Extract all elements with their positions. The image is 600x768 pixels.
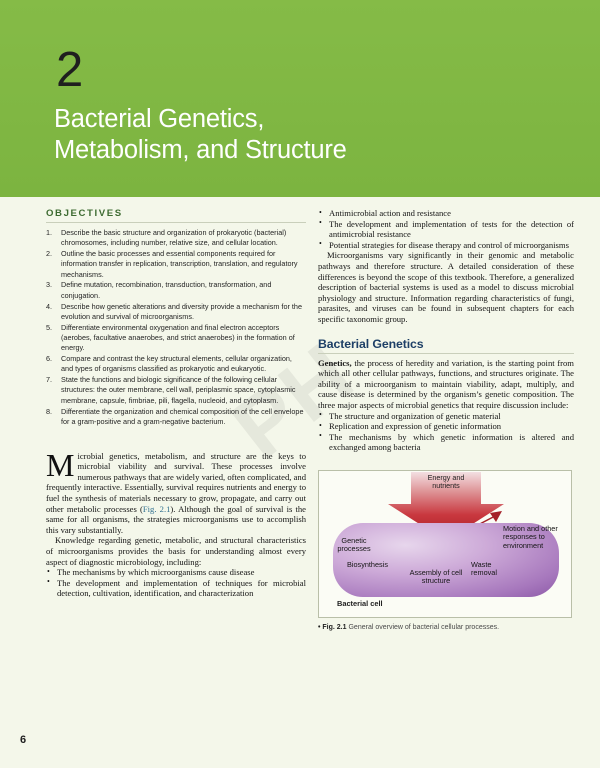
objective-item: Describe the basic structure and organiz…	[46, 228, 287, 248]
objectives-block: OBJECTIVES Describe the basic structure …	[46, 208, 306, 427]
chapter-title: Bacterial Genetics, Metabolism, and Stru…	[54, 104, 574, 166]
energy-input-arrow	[388, 471, 504, 541]
figure-reference-link[interactable]: Fig. 2.1	[142, 503, 171, 514]
objectives-divider	[46, 222, 306, 223]
figure-frame: Energy and nutrients Genetic processes B…	[318, 469, 572, 618]
bacterial-cell-label: Bacterial cell	[337, 598, 383, 608]
energy-label-line-2: nutrients	[432, 481, 460, 491]
figure-caption-number: Fig. 2.1	[322, 623, 347, 631]
chapter-title-line-1: Bacterial Genetics,	[54, 105, 265, 133]
objective-item: Differentiate environmental oxygenation …	[46, 322, 295, 353]
left-bullet-list: The mechanisms by which microorganisms c…	[46, 567, 306, 599]
genetics-bullet-list: The structure and organization of geneti…	[318, 410, 574, 453]
chapter-banner: 2 Bacterial Genetics, Metabolism, and St…	[0, 0, 600, 197]
process-label-genetic-processes: Genetic processes	[337, 535, 371, 554]
microorganisms-paragraph: Microorganisms vary significantly in the…	[318, 250, 574, 324]
list-item: Potential strategies for disease therapy…	[318, 239, 574, 251]
left-column: OBJECTIVES Describe the basic structure …	[46, 208, 306, 599]
drop-cap: M	[46, 446, 75, 483]
figure-caption-text: General overview of bacterial cellular p…	[348, 623, 500, 631]
objective-item: Compare and contrast the key structural …	[46, 354, 292, 374]
process-label-motion: Motion and other responses to environmen…	[503, 523, 558, 551]
process-label-biosynthesis: Biosynthesis	[347, 559, 388, 569]
right-column: Antimicrobial action and resistance The …	[318, 208, 574, 632]
list-item: The mechanisms by which genetic informat…	[318, 431, 574, 453]
process-label-waste-removal: Waste removal	[471, 559, 497, 578]
figure-caption: • Fig. 2.1 General overview of bacterial…	[318, 623, 574, 632]
process-label-assembly: Assembly of cell structure	[409, 567, 463, 586]
genetics-paragraph-body: the process of heredity and variation, i…	[318, 357, 574, 410]
right-top-bullet-list: Antimicrobial action and resistance The …	[318, 208, 574, 250]
genetics-paragraph: Genetics, the process of heredity and va…	[318, 358, 574, 411]
objective-item: Describe how genetic alterations and div…	[46, 301, 302, 321]
section-heading-bacterial-genetics: Bacterial Genetics	[318, 336, 424, 351]
list-item: The development and implementation of te…	[46, 577, 306, 599]
figure-2-1: Energy and nutrients Genetic processes B…	[318, 469, 574, 632]
section-divider	[318, 352, 574, 354]
knowledge-paragraph: Knowledge regarding genetic, metabolic, …	[46, 535, 306, 567]
chapter-title-line-2: Metabolism, and Structure	[54, 136, 347, 164]
objective-item: Outline the basic processes and essentia…	[46, 249, 298, 279]
objective-item: Differentiate the organization and chemi…	[46, 406, 304, 426]
intro-paragraph-part-1: icrobial genetics, metabolism, and struc…	[46, 450, 306, 514]
list-item: The development and implementation of te…	[318, 218, 574, 240]
energy-label-line-1: Energy and	[427, 472, 465, 482]
objective-item: State the functions and biologic signifi…	[46, 375, 296, 405]
objectives-list: Describe the basic structure and organiz…	[46, 228, 306, 427]
caption-bullet-icon: •	[318, 623, 321, 631]
chapter-number: 2	[56, 43, 84, 97]
page-number: 6	[20, 734, 27, 746]
intro-paragraph-part-2: ). Although the goal of survival is the …	[46, 503, 306, 535]
objective-item: Define mutation, recombination, transduc…	[46, 280, 272, 300]
genetics-runin-term: Genetics,	[318, 357, 352, 368]
list-item: The structure and organization of geneti…	[318, 410, 574, 422]
list-item: The mechanisms by which microorganisms c…	[46, 567, 306, 578]
bacterial-cell-shape	[333, 522, 559, 597]
energy-nutrients-label: Energy and nutrients	[407, 472, 485, 491]
list-item: Antimicrobial action and resistance	[318, 208, 574, 219]
list-item: Replication and expression of genetic in…	[318, 421, 574, 432]
objectives-heading: OBJECTIVES	[46, 208, 123, 219]
page-body: OBJECTIVES Describe the basic structure …	[0, 197, 600, 768]
